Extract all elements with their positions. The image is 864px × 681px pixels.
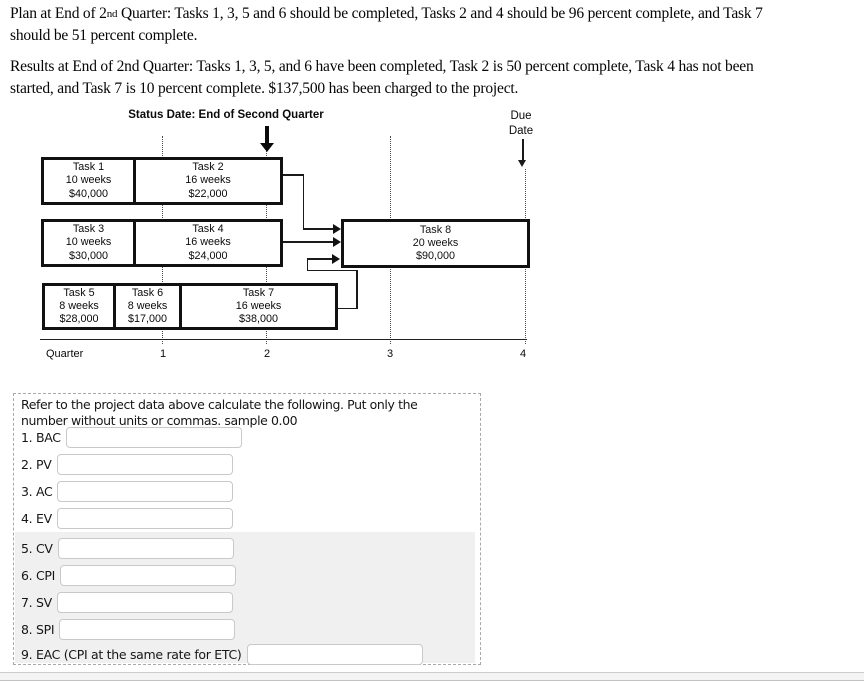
eac-input[interactable] xyxy=(246,643,423,665)
plan-line2: should be 51 percent complete. xyxy=(10,27,198,44)
field-row-spi: 8. SPI xyxy=(21,616,236,642)
answer-form-panel: Refer to the project data above calculat… xyxy=(13,393,481,665)
quarter-axis-label: Quarter xyxy=(46,348,84,360)
results-line1: Results at End of 2nd Quarter: Tasks 1, … xyxy=(10,58,754,75)
spi-label: 8. SPI xyxy=(21,621,55,637)
field-row-cv: 5. CV xyxy=(21,535,234,561)
task-row-3: Task 5 8 weeks $28,000 Task 6 8 weeks $1… xyxy=(42,283,338,330)
cpi-input[interactable] xyxy=(60,564,237,586)
cpi-label: 6. CPI xyxy=(21,567,56,583)
status-date-arrow-icon xyxy=(265,126,269,143)
task-1-box: Task 1 10 weeks $40,000 xyxy=(44,160,136,202)
connector-task7-seg4 xyxy=(306,258,308,271)
connector-task4-seg1 xyxy=(283,241,334,243)
cv-input[interactable] xyxy=(57,537,234,559)
plan-line1-pre: Plan at End of 2 xyxy=(10,5,107,22)
due-date-arrow-icon xyxy=(522,139,524,160)
pv-label: 2. PV xyxy=(21,456,52,472)
status-date-arrowhead-icon xyxy=(260,143,274,152)
eac-label: 9. EAC (CPI at the same rate for ETC) xyxy=(21,646,242,662)
task-5-box: Task 5 8 weeks $28,000 xyxy=(45,286,116,327)
sv-input[interactable] xyxy=(56,591,233,613)
task-8-box: Task 8 20 weeks $90,000 xyxy=(341,219,530,268)
task-7-box: Task 7 16 weeks $38,000 xyxy=(182,286,335,327)
results-paragraph: Results at End of 2nd Quarter: Tasks 1, … xyxy=(10,56,862,100)
task-row-2: Task 3 10 weeks $30,000 Task 4 16 weeks … xyxy=(41,219,283,267)
page-bottom-divider xyxy=(0,672,864,681)
task-6-box: Task 6 8 weeks $17,000 xyxy=(116,286,182,327)
task-2-box: Task 2 16 weeks $22,000 xyxy=(136,160,280,202)
quarter-tick-label-4: 4 xyxy=(519,348,527,360)
form-instructions: Refer to the project data above calculat… xyxy=(21,397,418,429)
ev-input[interactable] xyxy=(56,507,233,529)
ac-label: 3. AC xyxy=(21,483,53,499)
connector-arrow-icon-task4 xyxy=(333,236,341,247)
connector-arrow-icon-task7 xyxy=(332,253,340,264)
connector-task7-seg2 xyxy=(356,269,358,309)
connector-task2-seg3 xyxy=(303,228,334,230)
due-date-label: Due Date xyxy=(508,110,534,137)
field-row-cpi: 6. CPI xyxy=(21,562,237,588)
field-row-ev: 4. EV xyxy=(21,505,233,531)
field-row-sv: 7. SV xyxy=(21,589,233,615)
plan-line1-post: Quarter: Tasks 1, 3, 5 and 6 should be c… xyxy=(117,5,763,22)
ev-label: 4. EV xyxy=(21,510,52,526)
connector-task7-seg5 xyxy=(308,258,333,260)
connector-task7-seg1 xyxy=(338,307,358,309)
field-row-bac: 1. BAC xyxy=(21,424,242,450)
task-4-box: Task 4 16 weeks $24,000 xyxy=(136,222,280,264)
connector-arrow-icon-task2 xyxy=(333,223,341,234)
field-row-pv: 2. PV xyxy=(21,451,233,477)
connector-task7-seg3 xyxy=(306,269,358,271)
spi-input[interactable] xyxy=(59,618,236,640)
due-date-arrowhead-icon xyxy=(518,160,526,167)
quarter-tick-label-1: 1 xyxy=(159,348,167,360)
quarter-axis xyxy=(40,339,527,340)
cv-label: 5. CV xyxy=(21,540,53,556)
form-instructions-line1: Refer to the project data above calculat… xyxy=(21,397,418,412)
project-schedule-diagram: Status Date: End of Second Quarter Due D… xyxy=(20,105,555,380)
plan-paragraph: Plan at End of 2nd Quarter: Tasks 1, 3, … xyxy=(10,3,862,47)
form-instructions-line2: number without units or commas. sample 0… xyxy=(21,413,298,428)
bac-input[interactable] xyxy=(65,426,242,448)
status-date-label: Status Date: End of Second Quarter xyxy=(128,109,324,121)
bac-label: 1. BAC xyxy=(21,429,61,445)
connector-task2-seg2 xyxy=(302,174,304,229)
quarter-tick-label-3: 3 xyxy=(386,348,394,360)
pv-input[interactable] xyxy=(56,453,233,475)
field-row-eac: 9. EAC (CPI at the same rate for ETC) xyxy=(21,641,423,667)
ac-input[interactable] xyxy=(57,480,234,502)
task-row-1: Task 1 10 weeks $40,000 Task 2 16 weeks … xyxy=(41,157,283,205)
ordinal-suffix: nd xyxy=(106,8,118,20)
field-row-ac: 3. AC xyxy=(21,478,234,504)
results-line2: started, and Task 7 is 10 percent comple… xyxy=(10,80,519,97)
connector-task2-seg1 xyxy=(283,174,304,176)
quarter-tick-label-2: 2 xyxy=(263,348,271,360)
intro-text: Plan at End of 2nd Quarter: Tasks 1, 3, … xyxy=(10,3,862,109)
sv-label: 7. SV xyxy=(21,594,52,610)
task-3-box: Task 3 10 weeks $30,000 xyxy=(44,222,136,264)
